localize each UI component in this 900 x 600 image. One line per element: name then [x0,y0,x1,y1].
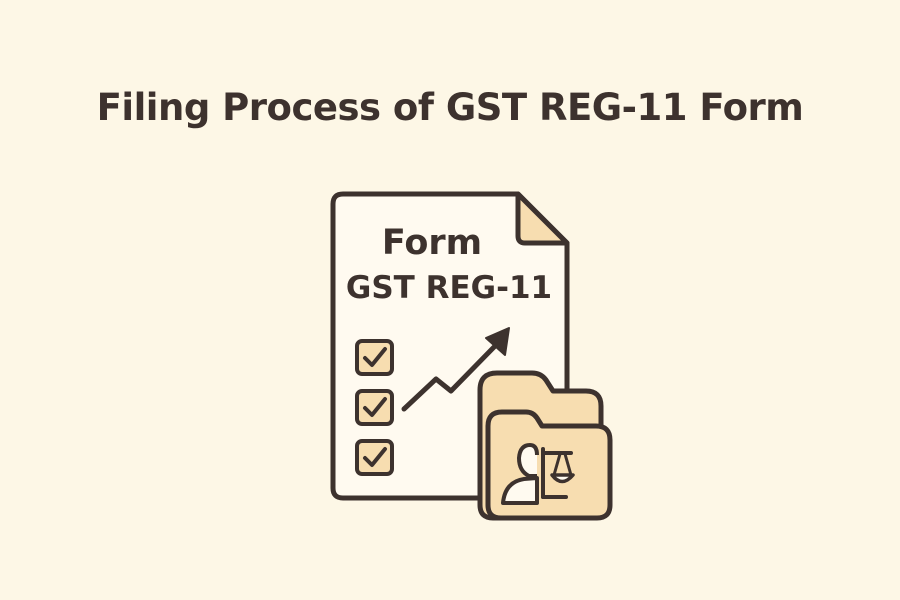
scales-of-justice-icon [541,447,575,499]
checkbox-checked-icon [355,439,394,476]
document-title-line1: Form [382,223,482,263]
person-icon [501,443,539,505]
checkbox-checked-icon [355,339,394,376]
checkbox-checked-icon [355,389,394,426]
document-title-line2: GST REG-11 [346,270,552,306]
trend-up-arrow-icon [401,327,510,412]
checklist [355,339,394,476]
page-title: Filing Process of GST REG-11 Form [96,86,804,129]
